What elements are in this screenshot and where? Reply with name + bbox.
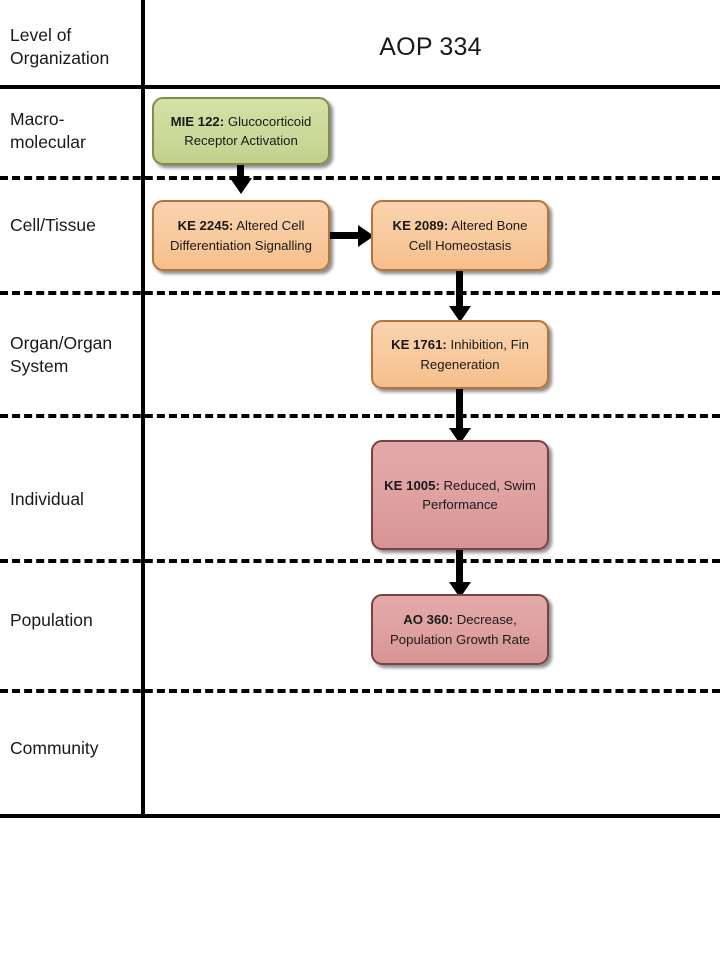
node-mie-122-name: Glucocorticoid Receptor Activation: [184, 113, 312, 148]
header-separator-line: [0, 85, 720, 89]
node-mie-122-text: MIE 122: Glucocorticoid Receptor Activat…: [161, 112, 321, 150]
arrow-mie122-to-ke2245-shaft: [237, 162, 244, 184]
row-label-cell-tissue: Cell/Tissue: [10, 215, 96, 235]
node-mie-122[interactable]: MIE 122: Glucocorticoid Receptor Activat…: [152, 97, 330, 165]
column-divider-line: [141, 0, 145, 818]
node-ke-2245[interactable]: KE 2245: Altered Cell Differentiation Si…: [152, 200, 330, 271]
node-ao-360-code: AO 360:: [403, 612, 454, 628]
node-ao-360-text: AO 360: Decrease, Population Growth Rate: [380, 610, 540, 648]
node-ke-1761[interactable]: KE 1761: Inhibition, Fin Regeneration: [371, 320, 549, 389]
row-label-individual: Individual: [10, 489, 84, 509]
row-divider-individual: [0, 559, 720, 563]
row-divider-organ: [0, 414, 720, 418]
page-title: AOP 334: [379, 33, 482, 61]
node-ke-1761-name: Inhibition, Fin Regeneration: [420, 337, 529, 372]
arrow-mie122-to-ke2245-head: [229, 178, 252, 194]
node-ke-1005[interactable]: KE 1005: Reduced, Swim Performance: [371, 440, 549, 550]
node-ke-2089[interactable]: KE 2089: Altered Bone Cell Homeostasis: [371, 200, 549, 271]
node-ke-1005-text: KE 1005: Reduced, Swim Performance: [380, 476, 540, 514]
node-mie-122-code: MIE 122:: [170, 113, 225, 129]
node-ke-1761-text: KE 1761: Inhibition, Fin Regeneration: [380, 335, 540, 373]
arrow-ke2089-to-ke1761-shaft: [456, 266, 463, 314]
bottom-border-line: [0, 814, 720, 818]
arrow-ke2245-to-ke2089-shaft: [326, 232, 362, 239]
node-ke-1005-code: KE 1005:: [384, 477, 440, 493]
node-ke-1761-code: KE 1761:: [391, 337, 447, 353]
row-label-macromolecular: Macro-molecular: [10, 109, 86, 152]
arrow-ke1005-to-ao360-shaft: [456, 547, 463, 591]
node-ke-2089-code: KE 2089:: [392, 218, 449, 234]
arrow-ke1761-to-ke1005-shaft: [456, 385, 463, 437]
node-ke-2245-text: KE 2245: Altered Cell Differentiation Si…: [161, 216, 321, 254]
node-ao-360-name: Decrease, Population Growth Rate: [389, 612, 530, 647]
arrow-ke2089-to-ke1761-head: [448, 306, 471, 322]
node-ke-2089-text: KE 2089: Altered Bone Cell Homeostasis: [380, 216, 540, 254]
row-divider-cell-tissue: [0, 291, 720, 295]
row-label-organ: Organ/Organ System: [10, 333, 113, 376]
node-ke-2245-code: KE 2245:: [177, 218, 234, 234]
node-ke-1005-name: Reduced, Swim Performance: [422, 477, 536, 512]
row-label-community: Community: [10, 738, 99, 758]
row-divider-population: [0, 689, 720, 693]
arrow-ke2245-to-ke2089-head: [358, 224, 374, 247]
node-ao-360[interactable]: AO 360: Decrease, Population Growth Rate: [371, 594, 549, 665]
row-label-population: Population: [10, 610, 93, 630]
node-ke-2089-name: Altered Bone Cell Homeostasis: [408, 218, 528, 253]
node-ke-2245-name: Altered Cell Differentiation Signalling: [170, 218, 312, 253]
row-divider-macromolecular: [0, 176, 720, 180]
header-level-of-organization: Level of Organization: [10, 25, 110, 68]
